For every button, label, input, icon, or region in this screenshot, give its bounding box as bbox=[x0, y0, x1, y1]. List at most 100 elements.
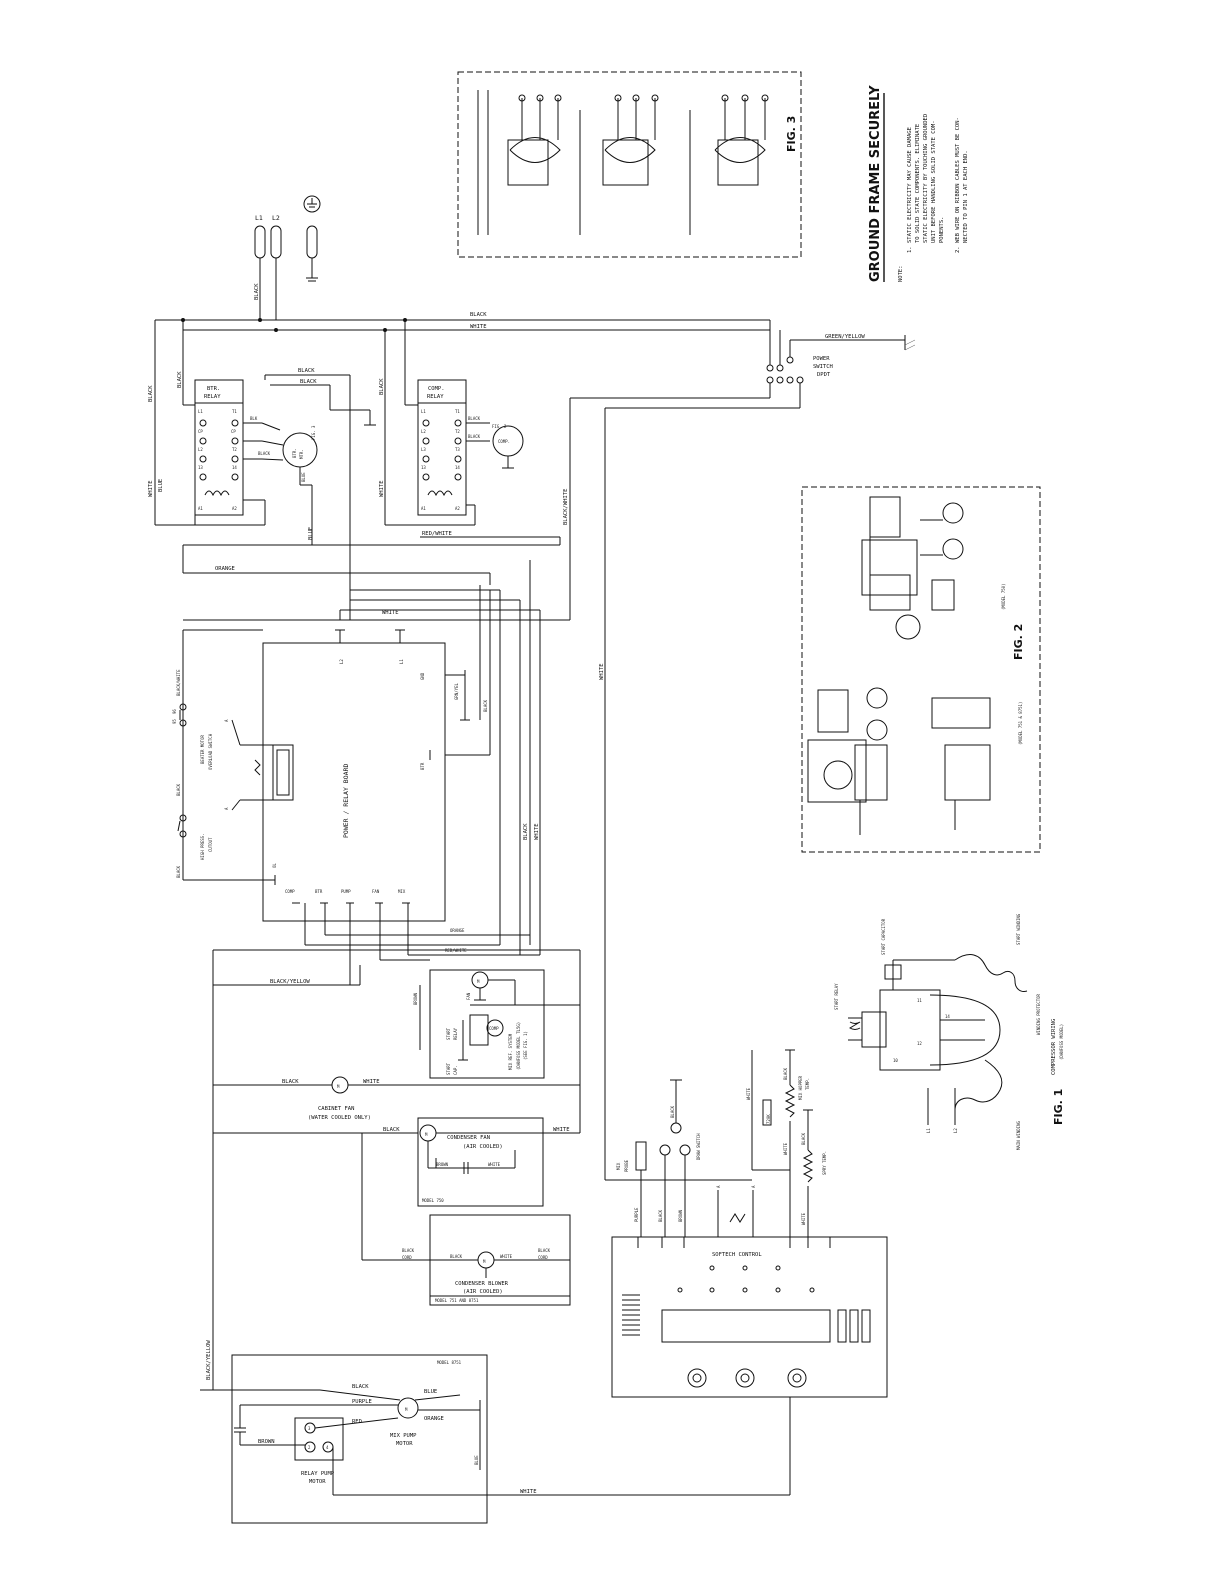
connector-a-top: A bbox=[224, 719, 229, 722]
ground-green-yellow-label: GREEN/YELLOW bbox=[825, 334, 865, 340]
draw-switch-label: DRAW SWITCH bbox=[696, 1133, 701, 1160]
power-switch-label2: SWITCH bbox=[813, 364, 833, 370]
pump-blue2-label: BLUE bbox=[474, 1455, 479, 1465]
spry-white-label: WHITE bbox=[801, 1212, 806, 1225]
btr-l1: L1 bbox=[198, 409, 203, 414]
blower-cord-left-1: BLACK bbox=[402, 1248, 415, 1253]
btr-a1: A1 bbox=[198, 506, 203, 511]
fig1-start-relay-label: START RELAY bbox=[834, 983, 839, 1010]
fig3-label: FIG. 3 bbox=[785, 116, 798, 152]
start-relay-label1: START bbox=[446, 1027, 451, 1040]
cond-fan-white2-label: WHITE bbox=[488, 1162, 501, 1167]
start-relay-label2: RELAY bbox=[453, 1027, 458, 1040]
mix-ref-model: (DANFOSS MODEL TL5G) bbox=[516, 1022, 521, 1070]
mix-pump-motor-icon bbox=[397, 1397, 419, 1419]
spry-label: SPRY TEMP. bbox=[822, 1151, 827, 1175]
pin-l2: L2 bbox=[339, 659, 344, 664]
softech-fine-print bbox=[622, 1294, 640, 1336]
comp-relay: BLACK WHITE COMP. RELAY L1 T1 L2 T2 L3 T… bbox=[379, 320, 524, 526]
hopper-label2: TEMP. bbox=[805, 1078, 810, 1090]
pump-red-label: RED bbox=[352, 1419, 362, 1425]
mix-hopper-thermistor bbox=[784, 1084, 796, 1118]
relay-pump-label1: RELAY PUMP bbox=[301, 1471, 335, 1477]
blower-cord-left-2: CORD bbox=[402, 1255, 412, 1260]
hopper-label1: MIX HOPPER bbox=[798, 1075, 803, 1100]
pin-btr-bottom: BTR bbox=[315, 889, 323, 894]
fig1-t12: 12 bbox=[917, 1041, 922, 1046]
pin-ol: OL bbox=[272, 863, 277, 868]
left-blue-label: BLUE bbox=[158, 479, 164, 492]
btr-cp-left: CP bbox=[198, 429, 203, 434]
bus-black-label: BLACK bbox=[470, 312, 487, 318]
hp-black-label: BLACK bbox=[176, 865, 181, 878]
pump-black-label: BLACK bbox=[352, 1384, 369, 1390]
condenser-blower-m: M bbox=[483, 1259, 486, 1264]
pin-mix: MIX bbox=[398, 889, 406, 894]
condenser-blower: BLACK CORD BLACK M WHITE BLACK CORD COND… bbox=[361, 1133, 571, 1306]
orange-bottom-label: ORANGE bbox=[450, 928, 465, 933]
grn-yel-label: GRN/YEL bbox=[454, 683, 459, 700]
brown-ref-label: BROWN bbox=[413, 992, 418, 1005]
btr-top-black2-label: BLACK bbox=[300, 379, 317, 385]
red-white-label: RED/WHITE bbox=[422, 531, 452, 537]
power-switch[interactable]: POWER SWITCH DPDT GREEN/YELLOW bbox=[570, 334, 916, 409]
note-2-num: 2. bbox=[955, 246, 961, 253]
softech-knob-3[interactable] bbox=[787, 1368, 807, 1388]
overload-switches: 96 95 BLACK/WHITE BEATER MOTOR OVERLOAD … bbox=[172, 629, 294, 881]
black-yellow-label: BLACK/YELLOW bbox=[270, 979, 310, 985]
softech-knob-1[interactable] bbox=[687, 1368, 707, 1388]
mix-pump-label2: MOTOR bbox=[396, 1441, 413, 1447]
mix-probe bbox=[635, 1141, 647, 1171]
probe-purple-label: PURPLE bbox=[634, 1207, 639, 1222]
power-board-label: POWER / RELAY BOARD bbox=[342, 764, 350, 838]
start-relay-box bbox=[469, 1014, 489, 1046]
therm-white-label: WHITE bbox=[746, 1087, 751, 1100]
note-title: NOTE: bbox=[898, 265, 904, 282]
condenser-fan-m: M bbox=[425, 1132, 428, 1137]
overload-black-label: BLACK bbox=[176, 783, 181, 796]
btr-cp-right: CP bbox=[231, 429, 236, 434]
fig1-l2: L2 bbox=[953, 1128, 958, 1133]
ref-comp-icon bbox=[486, 1019, 504, 1037]
softech-knob-2[interactable] bbox=[735, 1368, 755, 1388]
overload-label1: BEATER MOTOR bbox=[200, 735, 205, 764]
beater-overload-switch-icon bbox=[179, 703, 187, 711]
fan-label: FAN bbox=[466, 992, 471, 1000]
blower-cord-right-2: CORD bbox=[538, 1255, 548, 1260]
mix-pump-m: M bbox=[405, 1407, 408, 1412]
comp-t3: T3 bbox=[455, 447, 460, 452]
pin-gnd: GND bbox=[420, 672, 425, 680]
black-white-label: BLACK/WHITE bbox=[563, 489, 569, 525]
supply-black-label: BLACK bbox=[254, 283, 260, 300]
pump-white-label: WHITE bbox=[520, 1489, 537, 1495]
note-2a: WEB WIRE ON RIBBON CABLES MUST BE CON- bbox=[955, 117, 961, 243]
softech-led-3 bbox=[742, 1287, 748, 1293]
pin-pump: PUMP bbox=[341, 889, 351, 894]
comp-a2: A2 bbox=[455, 506, 460, 511]
comp-relay-title1: COMP. bbox=[428, 386, 445, 392]
relay-pin-3: 3 bbox=[308, 1426, 311, 1431]
start-cap-label2: CAP. bbox=[453, 1065, 458, 1075]
fig1-start-winding-label: START WINDING bbox=[1016, 913, 1021, 945]
mix-probe-label1: MIX bbox=[616, 1162, 621, 1170]
fig1-compressor-wiring: 11 12 14 10 L1 L2 START CAPACITOR START … bbox=[834, 913, 1065, 1150]
power-supply: L1 L2 BLACK bbox=[254, 195, 321, 320]
softech-display bbox=[661, 1309, 831, 1343]
fig1-label: FIG. 1 bbox=[1052, 1089, 1065, 1125]
relay-pump-box bbox=[294, 1417, 344, 1461]
mix-ref-system-label: MIX REF. SYSTEM bbox=[508, 1033, 513, 1070]
l2-plug bbox=[270, 225, 282, 259]
fig2-label: FIG. 2 bbox=[1012, 624, 1025, 660]
cond-fan-brown-label: BROWN bbox=[436, 1162, 449, 1167]
overload-96: 96 bbox=[172, 709, 177, 714]
blower-black-label: BLACK bbox=[450, 1254, 463, 1259]
cond-fan-white-label: WHITE bbox=[553, 1127, 570, 1133]
softech-connector-a1: A bbox=[716, 1185, 721, 1188]
draw-switch-black-label: BLACK bbox=[670, 1105, 675, 1118]
mix-ref-see-fig: (SEE FIG. 1) bbox=[523, 1031, 528, 1060]
softech-led-1 bbox=[677, 1287, 683, 1293]
condenser-blower-model: MODEL 751 AND 8751 bbox=[435, 1298, 479, 1303]
fig1-start-winding-coil bbox=[954, 954, 1028, 992]
btr-top-black-label: BLACK bbox=[298, 368, 315, 374]
